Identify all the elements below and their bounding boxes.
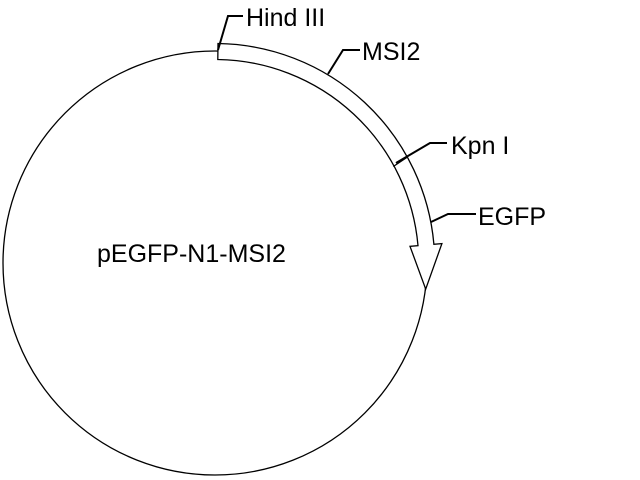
hind-iii-label: Hind III [246, 4, 325, 32]
feature-arrow [217, 42, 443, 292]
kpn-i-label: Kpn I [451, 132, 509, 160]
egfp-leader [430, 213, 476, 223]
plasmid-name: pEGFP-N1-MSI2 [97, 240, 286, 268]
egfp-label: EGFP [478, 203, 546, 231]
kpn-i-leader [395, 142, 447, 164]
hind-iii-leader [217, 15, 243, 51]
msi2-label: MSI2 [362, 38, 420, 66]
msi2-leader [327, 49, 360, 75]
